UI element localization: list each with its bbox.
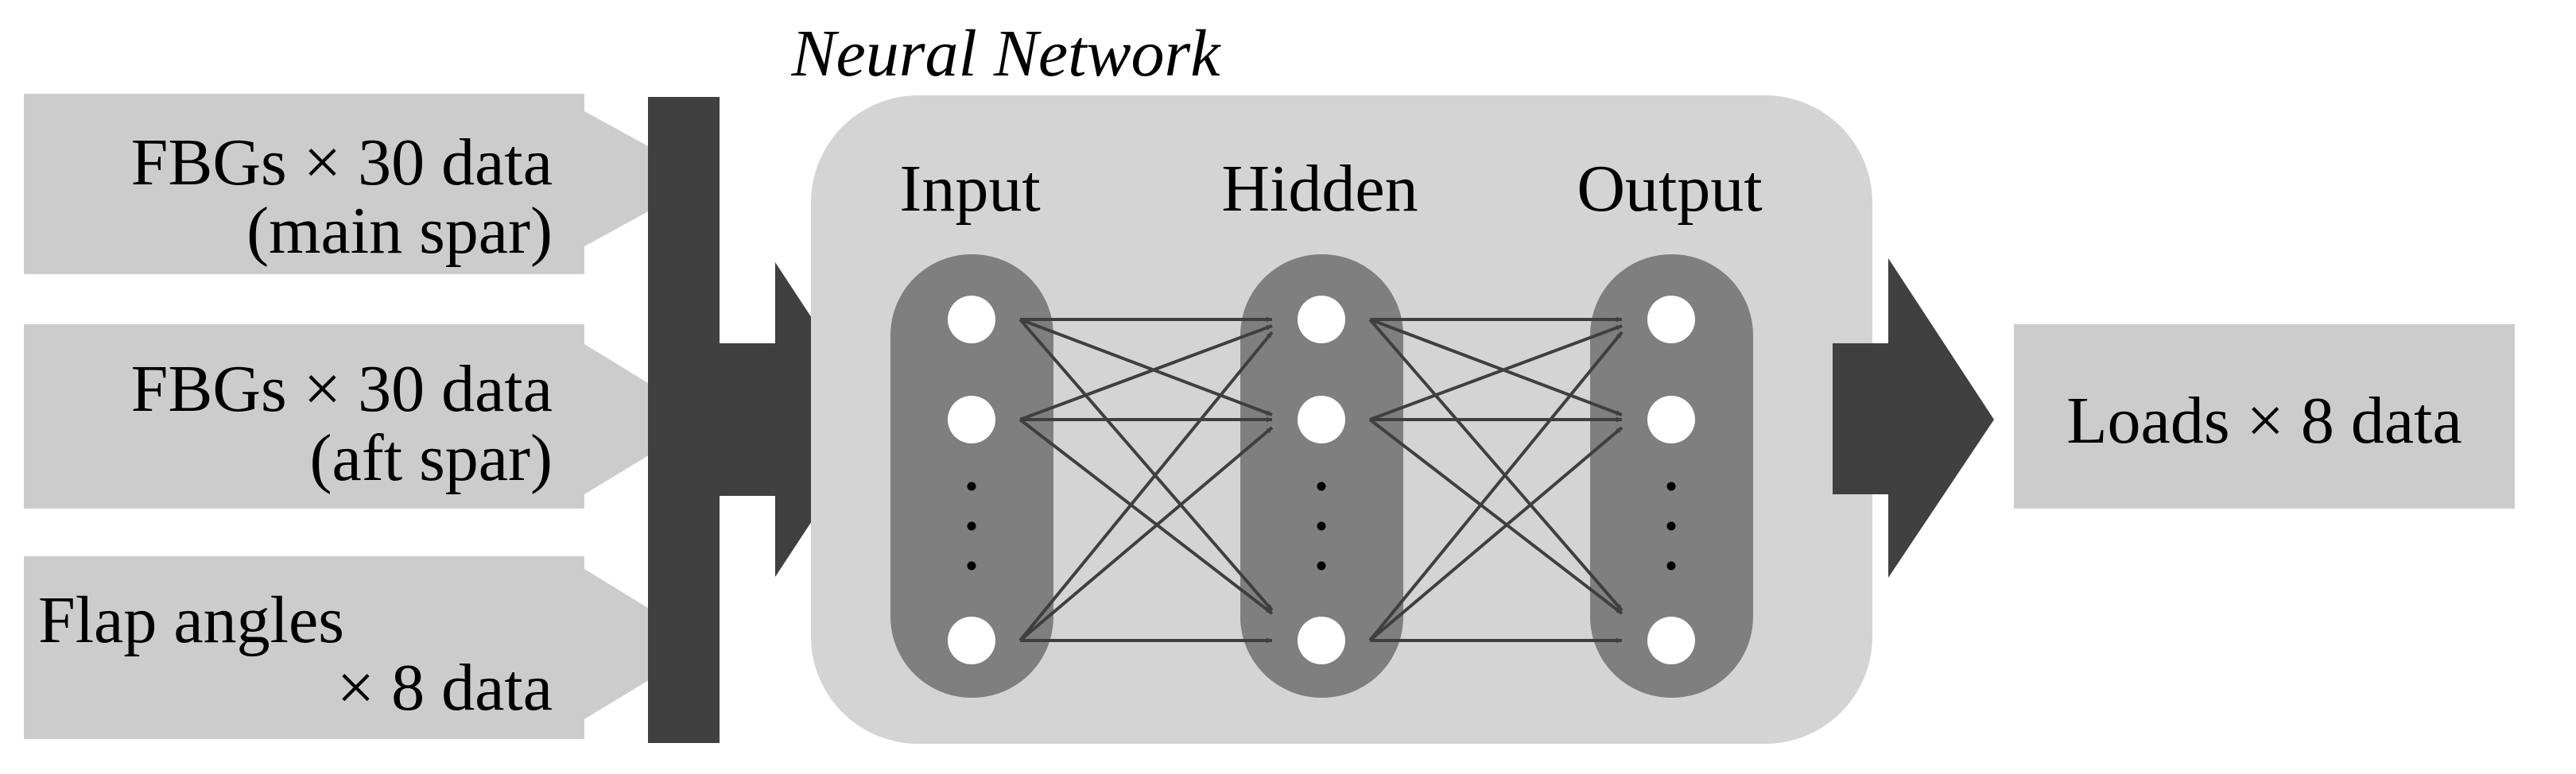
node bbox=[1298, 396, 1345, 443]
ellipsis-dots bbox=[967, 482, 1676, 571]
node bbox=[1298, 296, 1345, 343]
ellipsis-dot bbox=[1666, 482, 1676, 491]
connections-hidden-output bbox=[1368, 316, 1624, 644]
connection-line bbox=[1019, 318, 1273, 416]
layer-label-output: Output bbox=[1577, 152, 1762, 226]
connection-line bbox=[1018, 418, 1274, 615]
connection-line bbox=[1368, 318, 1624, 612]
output-box bbox=[2014, 324, 2515, 509]
input-block-flap-angles: Flap angles × 8 data bbox=[24, 556, 708, 739]
input-block-main-spar: FBGs × 30 data (main spar) bbox=[24, 94, 708, 274]
connection-line bbox=[1018, 426, 1274, 642]
input-label-line1: FBGs × 30 data bbox=[131, 352, 553, 426]
connection-line bbox=[1368, 418, 1624, 615]
output-arrow bbox=[1833, 258, 1994, 578]
input-label-line2: (aft spar) bbox=[310, 421, 553, 495]
merge-bar bbox=[648, 97, 720, 743]
nodes-hidden-layer bbox=[1298, 296, 1345, 664]
node bbox=[948, 396, 995, 443]
node bbox=[1298, 617, 1345, 664]
ellipsis-dot bbox=[1666, 521, 1676, 531]
connection-line bbox=[1018, 331, 1274, 642]
nodes-output-layer bbox=[1647, 296, 1695, 664]
input-label-line1: Flap angles bbox=[38, 583, 344, 657]
input-block-aft-spar: FBGs × 30 data (aft spar) bbox=[24, 324, 708, 509]
node bbox=[1647, 396, 1695, 443]
input-label-line2: (main spar) bbox=[246, 194, 553, 268]
connection-line bbox=[1019, 324, 1273, 421]
ellipsis-dot bbox=[1317, 521, 1326, 531]
ellipsis-dot bbox=[967, 482, 976, 491]
connection-line bbox=[1369, 318, 1623, 416]
input-arrow-shape bbox=[24, 324, 708, 509]
layer-pill-input bbox=[890, 254, 1053, 698]
node bbox=[1647, 296, 1695, 343]
ellipsis-dot bbox=[967, 521, 976, 531]
nodes-input-layer bbox=[948, 296, 995, 664]
ellipsis-dot bbox=[1317, 561, 1326, 571]
connection-line bbox=[1018, 318, 1274, 612]
node bbox=[1647, 617, 1695, 664]
connection-line bbox=[1368, 426, 1624, 642]
node bbox=[948, 617, 995, 664]
connection-line bbox=[1369, 324, 1623, 421]
node bbox=[948, 296, 995, 343]
connections-input-hidden bbox=[1018, 316, 1274, 644]
output-label: Loads × 8 data bbox=[2066, 384, 2462, 458]
input-label-line1: FBGs × 30 data bbox=[131, 126, 553, 199]
ellipsis-dot bbox=[967, 561, 976, 571]
diagram-title: Neural Network bbox=[791, 17, 1222, 91]
layer-label-input: Input bbox=[899, 152, 1040, 226]
input-label-line2: × 8 data bbox=[337, 651, 553, 725]
ellipsis-dot bbox=[1317, 482, 1326, 491]
layer-pill-hidden bbox=[1240, 254, 1403, 698]
ellipsis-dot bbox=[1666, 561, 1676, 571]
connection-line bbox=[1368, 331, 1624, 642]
input-arrow-shape bbox=[24, 556, 708, 739]
layer-pill-output bbox=[1590, 254, 1753, 698]
input-arrow-shape bbox=[24, 94, 708, 274]
layer-label-hidden: Hidden bbox=[1221, 152, 1418, 226]
merge-arrow bbox=[716, 262, 879, 577]
